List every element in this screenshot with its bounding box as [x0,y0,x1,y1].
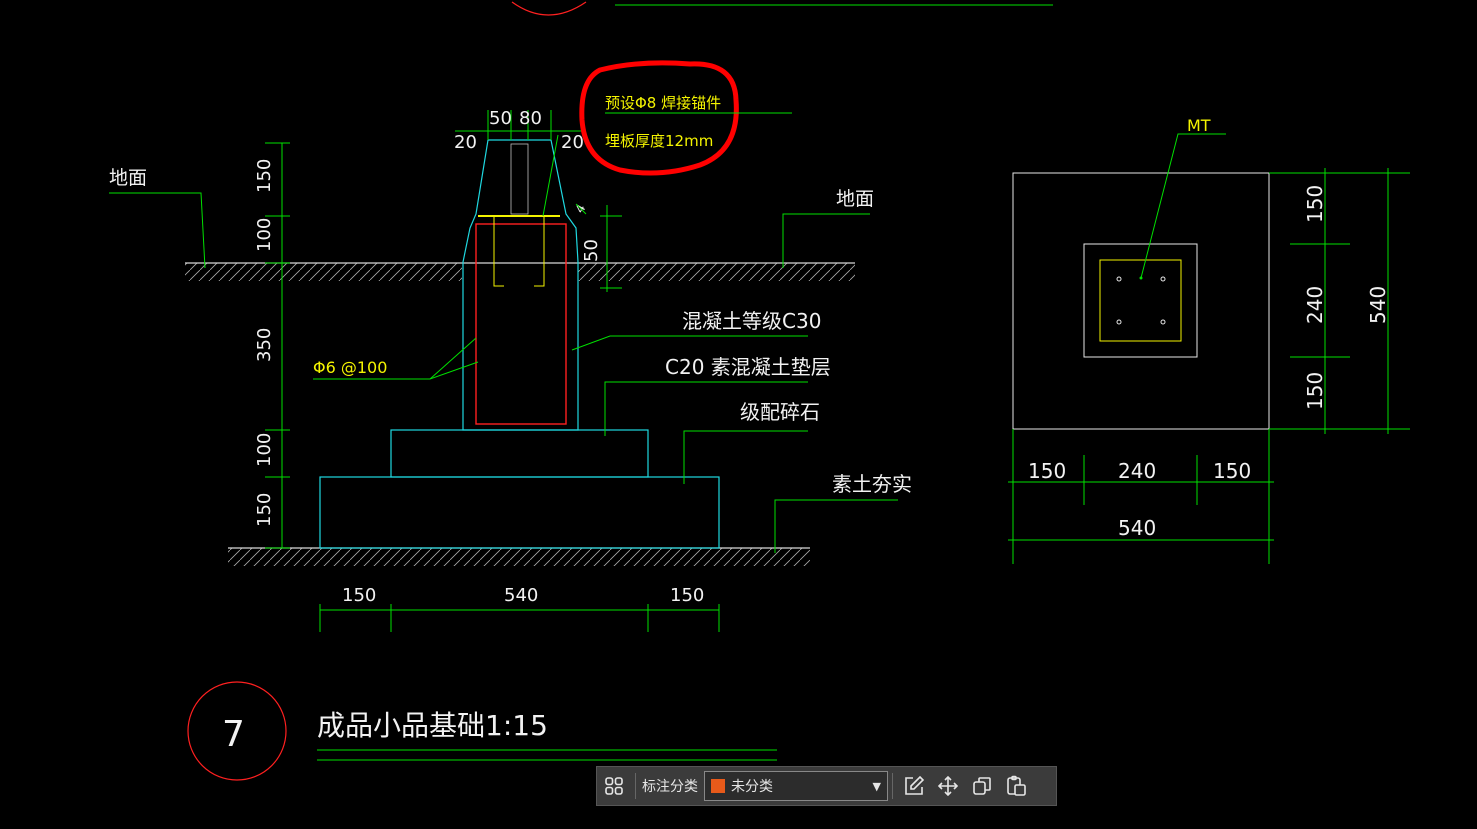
category-color-swatch [711,779,725,793]
annotation-toolbar: 标注分类 未分类 ▼ [596,766,1057,806]
anchor-left [493,216,504,287]
category-label: 标注分类 [642,779,698,795]
cushion-layer [390,429,649,478]
dim-left-350: 350 [254,328,275,362]
plan-dim-right-150-bottom: 150 [1303,372,1327,410]
label-rebar: Φ6 @100 [313,358,387,377]
label-cushion: C20 素混凝土垫层 [665,355,831,379]
anchor-right [534,216,545,287]
ground-label-right: 地面 [836,188,874,210]
column-inner-slot [510,143,529,215]
dim-top-50: 50 [489,108,512,129]
plan-dim-bottom-540: 540 [1118,516,1156,540]
plan-dim-right-540: 540 [1366,286,1390,324]
category-value: 未分类 [731,779,773,795]
detail-title: 成品小品基础1:15 [317,709,548,742]
edit-icon[interactable] [897,769,931,803]
dim-left-150-top: 150 [254,159,275,193]
markup-freehand-circle [579,60,739,176]
detail-number-circle [187,681,287,781]
paste-icon[interactable] [999,769,1033,803]
dim-small-50: 50 [581,239,602,262]
label-gravel: 级配碎石 [740,400,820,424]
title-block: 7 成品小品基础1:15 [187,681,777,781]
copy-icon[interactable] [965,769,999,803]
plan-dim-bottom-150-right: 150 [1213,459,1251,483]
plan-view: MT 150 240 150 540 150 240 150 540 [1008,116,1410,564]
label-concrete: 混凝土等级C30 [682,309,821,333]
plan-label-mt: MT [1187,116,1211,135]
toolbar-separator [892,773,893,799]
dim-bottom-150-left: 150 [342,585,376,606]
bottom-ground-hatch [228,548,810,566]
rebar-cage [475,223,567,425]
ground-label-left: 地面 [109,167,147,189]
toolbar-separator [635,773,636,799]
plan-embed-plate [1099,259,1182,342]
category-select[interactable]: 未分类 ▼ [704,771,888,801]
plan-outer-square [1012,172,1270,430]
dim-left-100-top: 100 [254,218,275,252]
markup-line1: 预设Φ8 焊接锚件 [605,94,721,112]
plan-dim-bottom-150-left: 150 [1028,459,1066,483]
dim-top-20-right: 20 [561,132,584,153]
grid-icon[interactable] [597,769,631,803]
dim-left-100-bottom: 100 [254,433,275,467]
section-view: 150 100 350 100 150 50 80 20 20 4 50 地面 … [109,108,912,632]
chevron-down-icon: ▼ [872,779,881,793]
move-icon[interactable] [931,769,965,803]
label-soil: 素土夯实 [832,472,912,496]
gravel-layer [319,476,720,549]
plan-dim-bottom-240: 240 [1118,459,1156,483]
plan-column-square [1083,243,1198,358]
plan-dim-right-240: 240 [1303,286,1327,324]
markup-line2: 埋板厚度12mm [605,132,713,150]
dim-top-20-left: 20 [454,132,477,153]
dim-bottom-540: 540 [504,585,538,606]
dim-left-150-bottom: 150 [254,493,275,527]
detail-number: 7 [222,714,245,755]
top-circle-remnant [511,1,587,16]
dim-bottom-150-right: 150 [670,585,704,606]
dim-top-80: 80 [519,108,542,129]
markup-annotation[interactable]: 预设Φ8 焊接锚件 埋板厚度12mm [579,60,792,176]
plan-dim-right-150-top: 150 [1303,185,1327,223]
